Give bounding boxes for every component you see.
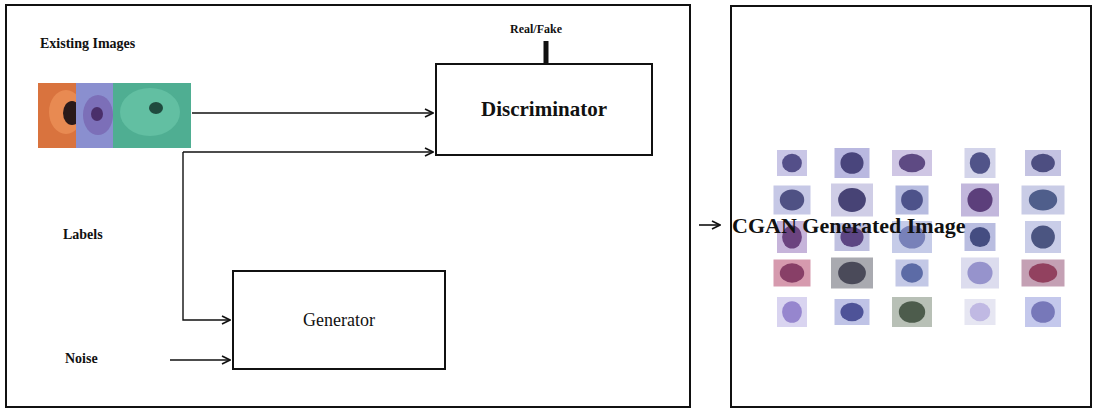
cell-image xyxy=(113,83,191,148)
arrow-line xyxy=(699,224,720,226)
arrow-line xyxy=(183,151,433,152)
cell-nucleus xyxy=(901,190,923,211)
discriminator-box: Discriminator xyxy=(435,63,653,156)
cell-nucleus xyxy=(970,227,990,247)
node-title: Generator xyxy=(303,310,375,331)
cell-nucleus xyxy=(967,262,992,284)
generated-cell xyxy=(896,260,929,287)
cell-nucleus xyxy=(901,263,923,282)
generated-cell xyxy=(777,150,807,176)
generated-cell xyxy=(1025,297,1061,327)
generated-cell xyxy=(831,184,873,217)
input-label: Existing Images xyxy=(40,36,135,52)
generated-cell xyxy=(835,299,870,325)
generated-cell xyxy=(835,148,870,178)
arrow-line xyxy=(183,152,230,320)
cell-nucleus xyxy=(899,154,925,173)
arrow-line xyxy=(192,112,433,113)
output-label: Real/Fake xyxy=(510,22,562,37)
input-label: Noise xyxy=(65,351,98,367)
cgan-panel xyxy=(6,5,690,407)
cell-nucleus xyxy=(91,107,103,121)
generator-box: Generator xyxy=(232,270,446,370)
cell-nucleus xyxy=(899,301,925,323)
cell-nucleus xyxy=(782,301,802,323)
cell-nucleus xyxy=(840,303,863,322)
generated-cell xyxy=(1025,150,1061,176)
cell-nucleus xyxy=(970,152,990,174)
generated-cell xyxy=(1022,186,1065,215)
cell-nucleus xyxy=(967,188,992,212)
cell-image xyxy=(83,95,113,135)
generated-cell xyxy=(965,148,996,178)
cell-nucleus xyxy=(840,152,863,174)
cell-nucleus xyxy=(780,190,804,211)
cell-nucleus xyxy=(782,154,802,173)
cell-nucleus xyxy=(838,262,866,284)
generated-cell xyxy=(965,223,996,251)
cell-nucleus xyxy=(970,303,990,322)
generated-cell xyxy=(774,186,811,215)
cell-image xyxy=(120,88,180,136)
cell-nucleus xyxy=(780,263,804,282)
generated-cell xyxy=(1025,221,1061,253)
cell-nucleus xyxy=(1029,190,1057,211)
cell-nucleus xyxy=(149,102,163,114)
input-label: Labels xyxy=(63,227,103,243)
generated-cell xyxy=(774,260,811,287)
generated-cell xyxy=(961,184,999,217)
generated-cell xyxy=(892,150,932,176)
cell-nucleus xyxy=(1031,154,1055,173)
generated-cell xyxy=(896,186,929,215)
node-title: Discriminator xyxy=(481,97,607,122)
output-panel: CGAN Generated Image xyxy=(730,5,1092,408)
output-tick xyxy=(544,41,549,63)
panel-title: CGAN Generated Image xyxy=(732,213,965,239)
generated-cell xyxy=(961,258,999,289)
generated-cell xyxy=(1022,260,1065,287)
generated-cell xyxy=(777,297,807,327)
cell-nucleus xyxy=(838,188,866,212)
generated-cell xyxy=(831,258,873,289)
cell-nucleus xyxy=(1031,301,1055,323)
generated-cell xyxy=(892,297,932,327)
cell-nucleus xyxy=(1031,225,1055,248)
generated-cell xyxy=(965,299,996,325)
cell-nucleus xyxy=(1029,263,1057,282)
arrow-line xyxy=(170,359,230,360)
